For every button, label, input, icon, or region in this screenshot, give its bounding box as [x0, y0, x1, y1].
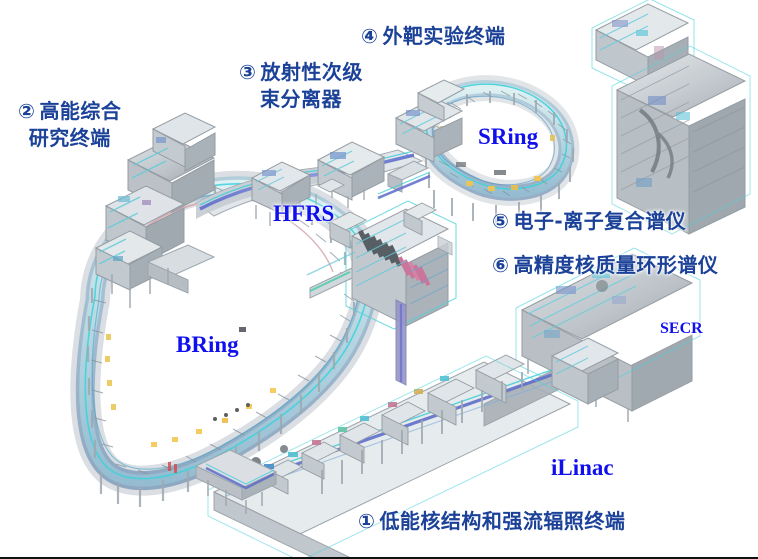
misc-outbuildings	[317, 178, 453, 256]
label-text-1: 低能核结构和强流辐照终端	[379, 509, 626, 533]
sring-structure	[377, 75, 580, 223]
label-text-3-line2: 束分离器	[259, 87, 342, 111]
label-bring: BRing	[176, 332, 239, 357]
bring-injection-line	[168, 449, 278, 514]
label-text-2-line2: 研究终端	[28, 126, 111, 150]
right-upper-hall	[591, 0, 695, 90]
label-sring: SRing	[478, 124, 539, 149]
label-hfrs: HFRS	[273, 201, 335, 226]
label-text-2-line1: 高能综合	[39, 99, 122, 123]
label-marker-4: ④	[361, 24, 379, 48]
label-ilinac: iLinac	[551, 455, 614, 480]
label-marker-2: ②	[18, 99, 36, 123]
right-long-building	[611, 45, 751, 235]
label-marker-1: ①	[358, 509, 376, 533]
label-marker-5: ⑤	[492, 209, 510, 233]
central-spectrometer-block	[306, 200, 457, 386]
label-marker-6: ⑥	[492, 253, 510, 277]
label-text-5: 电子-离子复合谱仪	[513, 209, 687, 233]
label-secr: SECR	[660, 320, 703, 337]
label-text-4: 外靶实验终端	[382, 24, 506, 48]
label-text-6: 高精度核质量环形谱仪	[513, 253, 719, 277]
external-target-hall	[394, 79, 466, 163]
label-text-3-line1: 放射性次级	[260, 60, 363, 84]
label-marker-3: ③	[239, 60, 257, 84]
